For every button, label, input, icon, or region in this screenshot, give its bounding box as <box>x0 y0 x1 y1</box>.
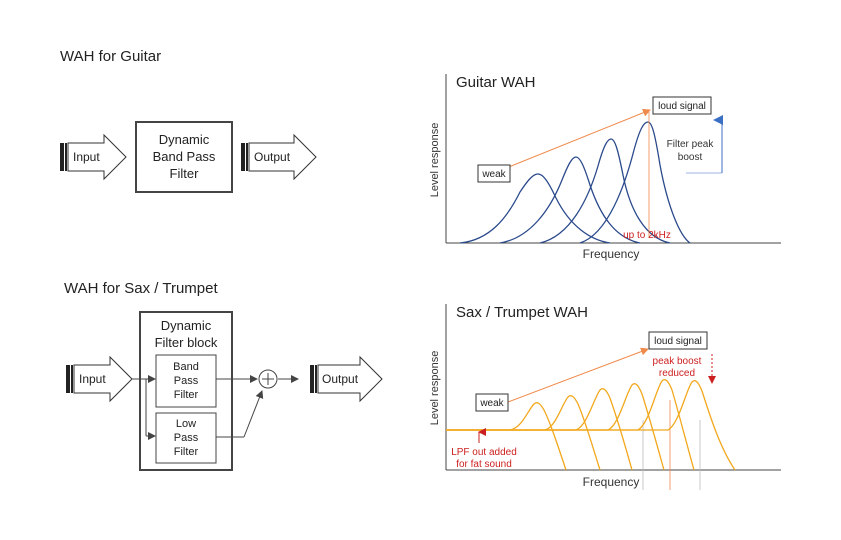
guitar-dynamic-bpf-block <box>135 121 233 193</box>
guitar-curve-3 <box>539 138 671 244</box>
sax-bpf-block <box>155 354 217 408</box>
sax-trend-arrow <box>507 347 649 403</box>
sax-curve-4 <box>446 383 665 471</box>
sax-peak-line-1: peak boost <box>653 356 702 367</box>
sax-summing-junction <box>258 369 278 389</box>
sax-lpf-line-2-note: for fat sound <box>456 459 512 470</box>
sax-lpf-line-3: Filter <box>174 446 199 458</box>
sax-block-line-1: Dynamic <box>161 318 212 333</box>
guitar-filter-line-2: Band Pass <box>153 149 216 164</box>
sax-curve-6 <box>446 380 736 471</box>
sax-graph-ylabel: Level response <box>429 351 441 426</box>
sax-bpf-line-2: Pass <box>174 375 199 387</box>
sax-lpf-line-1-note: LPF out added <box>451 447 517 458</box>
sax-section-title: WAH for Sax / Trumpet <box>64 280 218 297</box>
sax-peak-guides <box>642 420 701 490</box>
guitar-boost-line-1: Filter peak <box>667 139 715 150</box>
sax-curve-2 <box>446 395 601 471</box>
guitar-graph-ylabel: Level response <box>429 123 441 198</box>
sax-lpf-line-1: Low <box>176 418 196 430</box>
sax-weak-label: weak <box>479 398 504 409</box>
sax-input-label: Input <box>79 372 106 386</box>
guitar-curve-2 <box>499 156 641 244</box>
sax-curve-1 <box>446 402 567 471</box>
sax-lpf-line-2: Pass <box>174 432 199 444</box>
guitar-curve-1 <box>459 173 611 244</box>
sax-block-line-2: Filter block <box>155 335 218 350</box>
sax-loud-box <box>648 331 708 350</box>
guitar-filter-line-1: Dynamic <box>159 132 210 147</box>
sax-graph-xlabel: Frequency <box>583 475 640 489</box>
guitar-freq-label: up to 2kHz <box>623 230 671 241</box>
guitar-section-title: WAH for Guitar <box>60 48 162 65</box>
sax-peak-line-2: reduced <box>659 368 695 379</box>
guitar-loud-box <box>652 96 712 115</box>
guitar-curve-4 <box>579 121 691 244</box>
guitar-input-label: Input <box>73 150 100 164</box>
guitar-input-arrow <box>60 133 127 181</box>
sax-bpf-line-3: Filter <box>174 389 199 401</box>
guitar-boost-line-2: boost <box>678 152 703 163</box>
guitar-weak-label: weak <box>481 169 506 180</box>
guitar-output-arrow <box>241 133 317 181</box>
sax-filter-curves <box>446 379 736 471</box>
sax-curve-3 <box>446 388 633 471</box>
guitar-filter-curves <box>459 121 691 244</box>
sax-output-label: Output <box>322 372 359 386</box>
guitar-graph-xlabel: Frequency <box>583 247 640 261</box>
guitar-weak-box <box>477 164 511 183</box>
guitar-output-label: Output <box>254 150 291 164</box>
sax-lpf-block <box>155 412 217 464</box>
guitar-graph-title: Guitar WAH <box>456 74 535 91</box>
sax-weak-box <box>475 393 509 412</box>
sax-input-arrow <box>66 355 133 403</box>
sax-signal-routing <box>132 375 299 440</box>
sax-graph-title: Sax / Trumpet WAH <box>456 304 588 321</box>
sax-output-arrow <box>310 355 383 403</box>
sax-loud-label: loud signal <box>654 336 702 347</box>
guitar-trend-arrow <box>493 108 651 174</box>
guitar-filter-line-3: Filter <box>170 166 200 181</box>
sax-bpf-line-1: Band <box>173 361 199 373</box>
guitar-loud-label: loud signal <box>658 101 706 112</box>
sax-peak-reduce-arrowhead <box>708 376 716 384</box>
sax-curve-5 <box>446 379 695 471</box>
